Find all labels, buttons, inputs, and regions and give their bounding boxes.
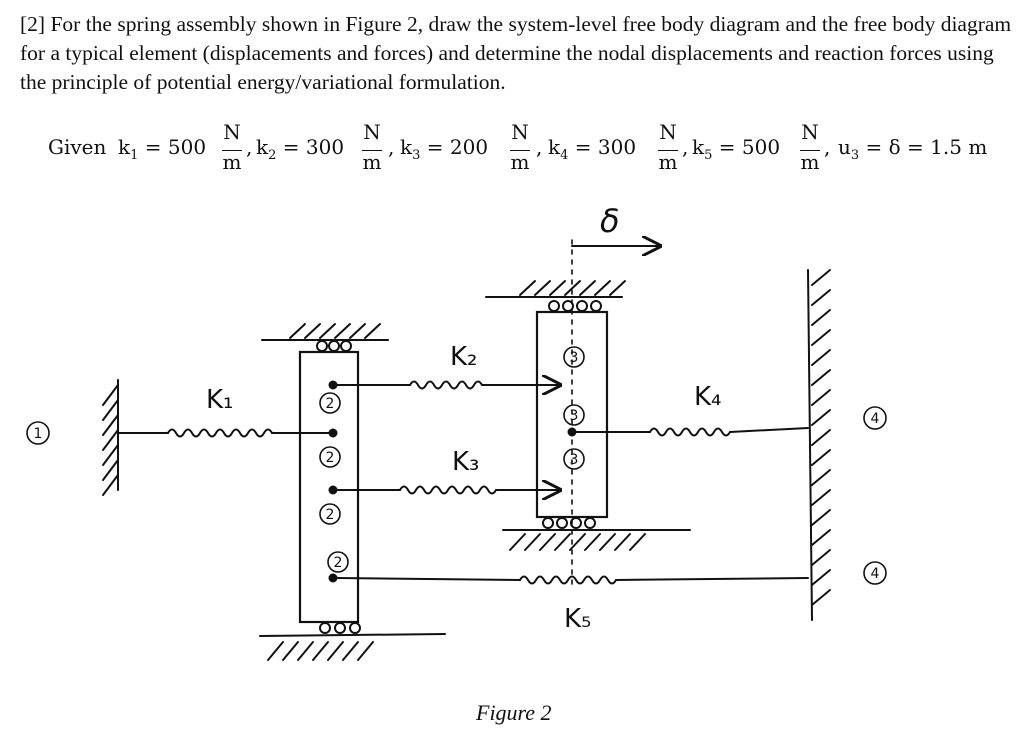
block-node-3 xyxy=(485,239,691,591)
spring-k2 xyxy=(332,382,560,389)
node-4-circle-a xyxy=(863,406,887,430)
label-k2: K₂ xyxy=(450,342,477,372)
k3-lhs: k3 = 200 xyxy=(400,135,489,163)
k5-lhs: k5 = 500 xyxy=(692,135,781,163)
u3-expr: u3 = δ = 1.5 m xyxy=(838,135,988,163)
spring-k4 xyxy=(571,427,809,437)
node-2-label-a: 2 xyxy=(326,396,335,412)
node-4-circle-b xyxy=(863,561,887,585)
node-2-label-d: 2 xyxy=(334,555,343,571)
label-k4: K₄ xyxy=(694,382,721,412)
node-2-label-b: 2 xyxy=(326,450,335,466)
problem-statement: [2] For the spring assembly shown in Fig… xyxy=(20,10,1015,97)
node-1-circle xyxy=(26,421,50,445)
spring-k5 xyxy=(337,575,809,585)
k1-lhs: k1 = 500 xyxy=(118,135,207,163)
spring-assembly-figure: 1 2 2 2 2 3 3 3 4 4 K₁ K₂ K₃ K₄ K₅ δ xyxy=(26,202,887,661)
problem-number: [2] xyxy=(20,12,46,36)
k2-lhs: k2 = 300 xyxy=(256,135,345,163)
k4-lhs: k4 = 300 xyxy=(548,135,637,163)
label-k3: K₃ xyxy=(452,447,479,477)
node-3-label-a: 3 xyxy=(570,350,579,366)
spring-k3 xyxy=(332,487,560,494)
figure-caption: Figure 2 xyxy=(476,700,552,725)
problem-text: For the spring assembly shown in Figure … xyxy=(20,12,1012,94)
label-k5: K₅ xyxy=(564,604,591,634)
node-3-label-b: 3 xyxy=(570,408,579,424)
left-wall xyxy=(102,379,119,496)
right-wall xyxy=(807,269,831,621)
label-delta: δ xyxy=(600,202,620,240)
node-4-label-a: 4 xyxy=(871,411,880,427)
given-prefix: Given xyxy=(48,135,107,159)
label-k1: K₁ xyxy=(206,385,233,415)
node-1-label: 1 xyxy=(34,426,43,442)
node-2-label-c: 2 xyxy=(326,507,335,523)
node-4-label-b: 4 xyxy=(871,566,880,582)
spring-k1 xyxy=(117,428,333,438)
block-node-2 xyxy=(259,323,446,661)
node-3-label-c: 3 xyxy=(570,452,579,468)
